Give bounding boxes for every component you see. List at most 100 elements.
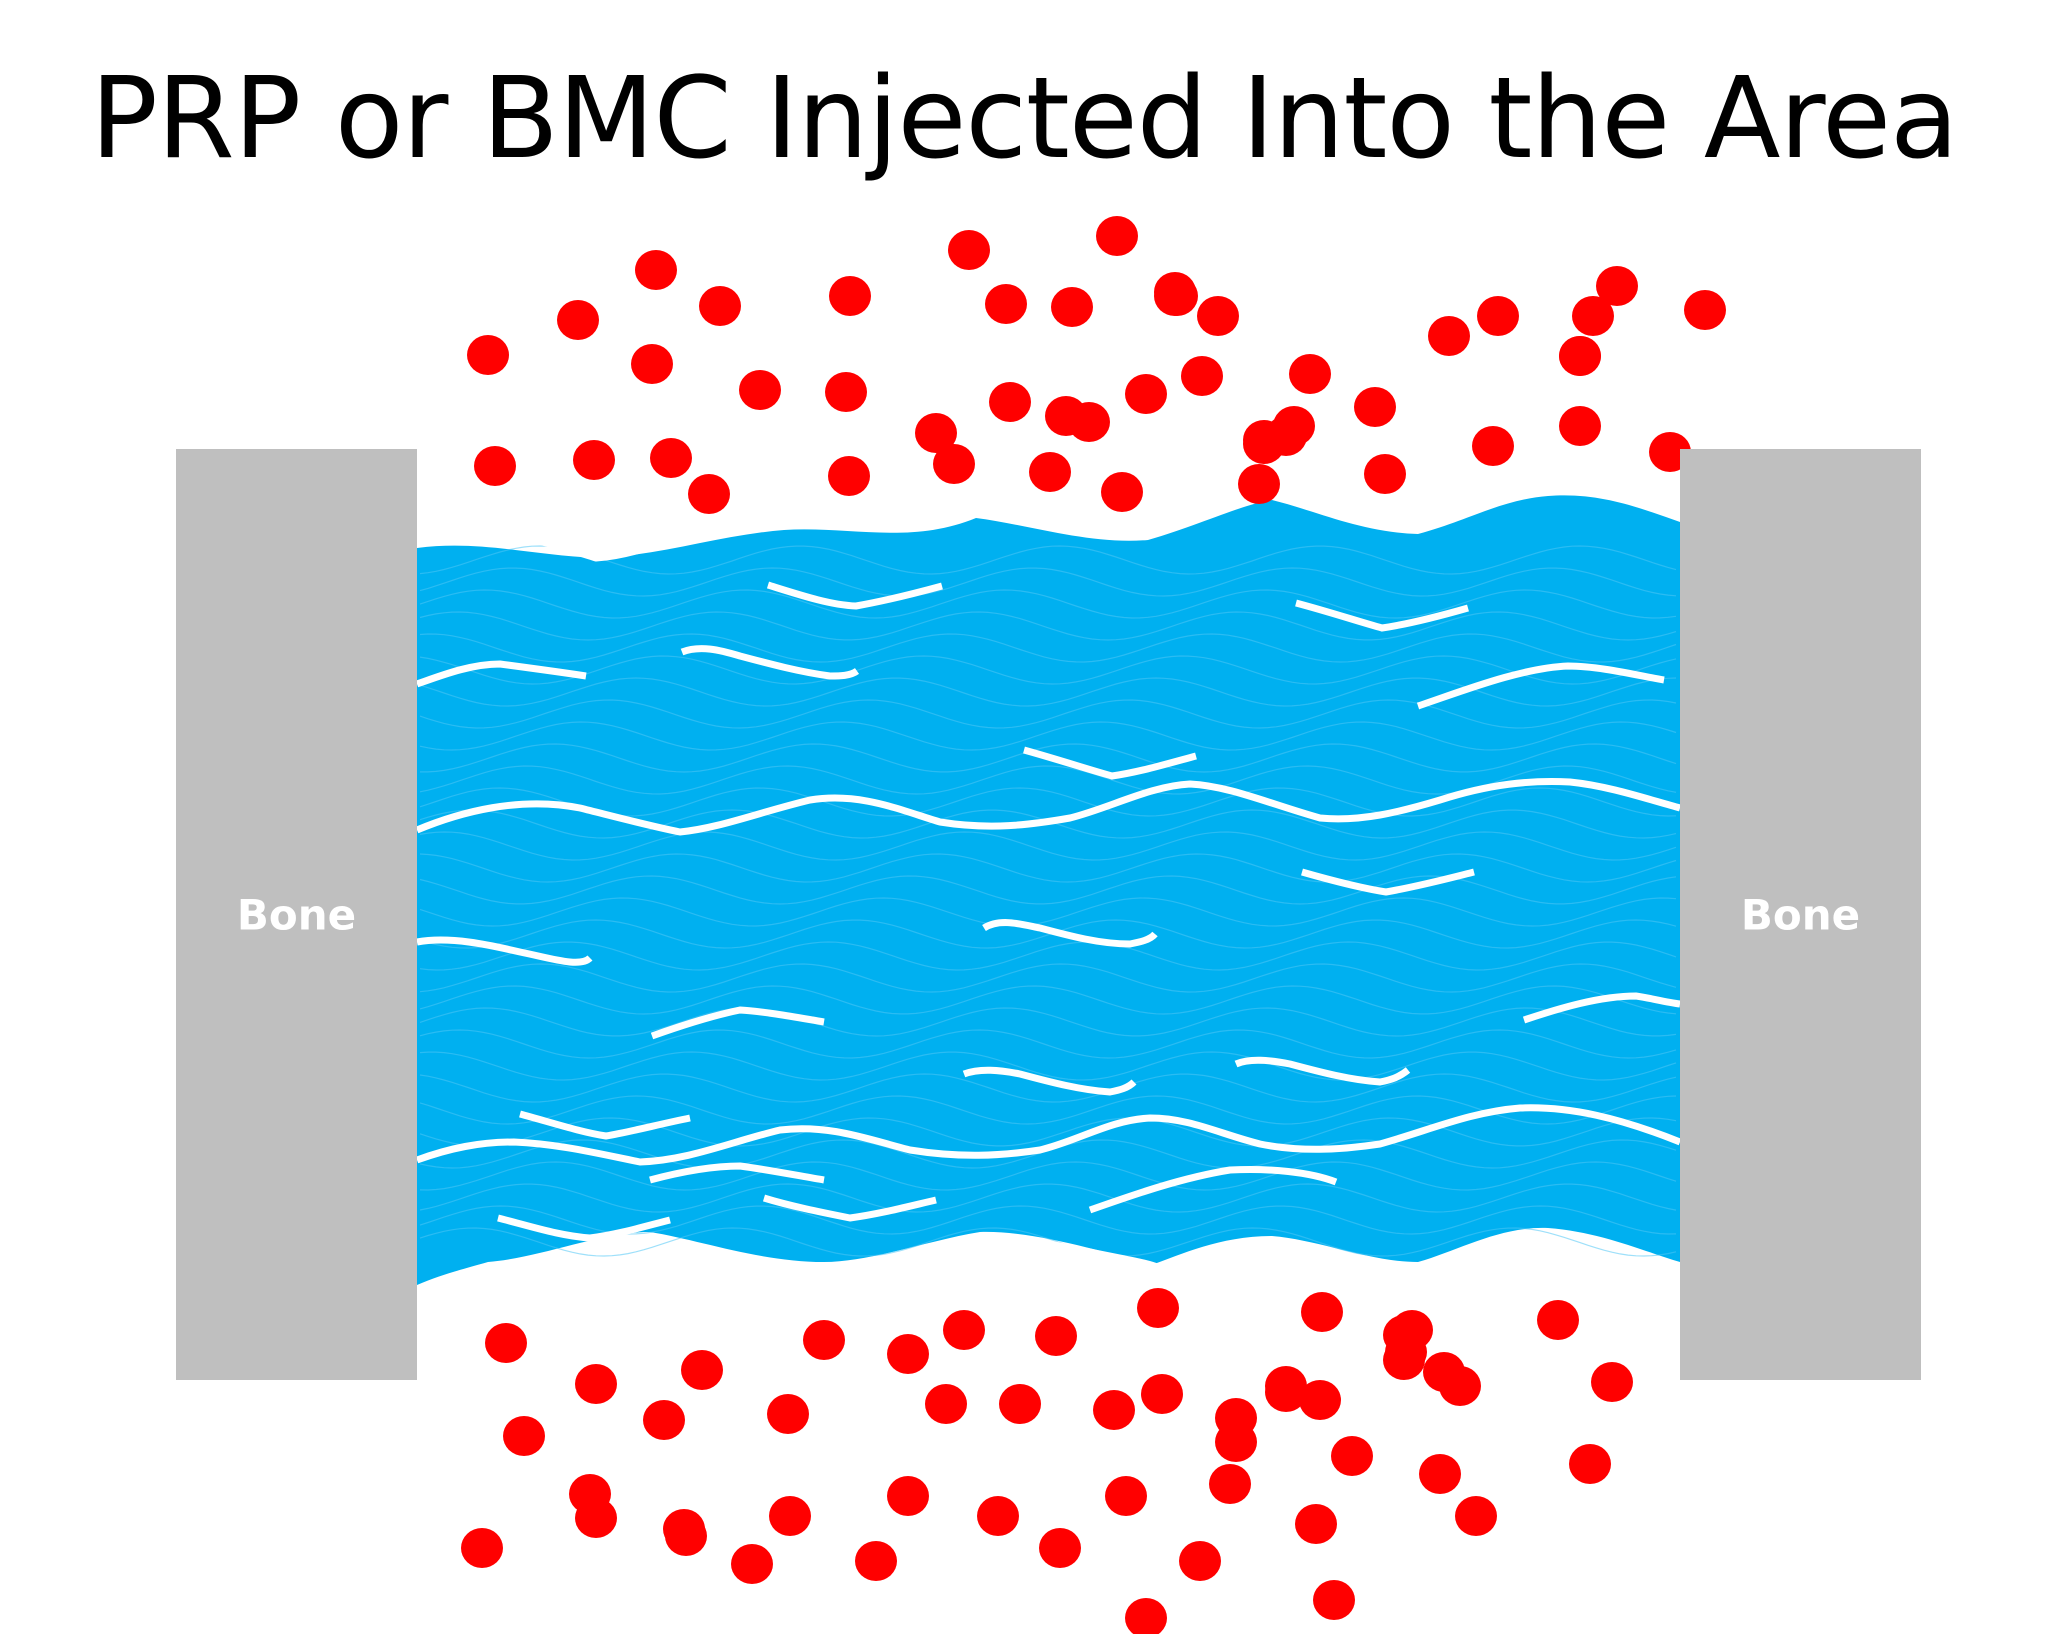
tissue-texture-line: [419, 1183, 1677, 1213]
red-cell: [1572, 296, 1614, 336]
collagen-fiber: [974, 1233, 1162, 1272]
tissue-texture-line: [419, 787, 1677, 817]
red-cell: [569, 1474, 611, 1514]
red-cell: [1364, 454, 1406, 494]
red-cell: [1215, 1422, 1257, 1462]
red-cell: [1684, 290, 1726, 330]
collagen-fiber: [766, 581, 943, 610]
collagen-fiber: [1295, 599, 1469, 632]
diagram-title: PRP or BMC Injected Into the Area: [90, 54, 1958, 184]
red-cell: [1105, 1476, 1147, 1516]
collagen-fiber: [1522, 992, 1681, 1024]
tissue-texture-line: [419, 1227, 1677, 1257]
red-cell: [731, 1544, 773, 1584]
collagen-fiber: [982, 919, 1158, 948]
red-cell: [1419, 1454, 1461, 1494]
red-cell: [575, 1364, 617, 1404]
red-cell: [977, 1496, 1019, 1536]
tissue-band: [417, 495, 1680, 1285]
collagen-fibers: [415, 530, 1682, 1272]
tissue-texture-line: [419, 1007, 1677, 1037]
red-cell: [688, 474, 730, 514]
red-cell: [739, 370, 781, 410]
collagen-fiber: [680, 645, 860, 680]
red-cell: [1295, 1504, 1337, 1544]
red-cell: [635, 250, 677, 290]
red-cell: [1439, 1366, 1481, 1406]
red-cell: [474, 446, 516, 486]
red-cell: [503, 1416, 545, 1456]
tissue-texture-line: [419, 567, 1677, 597]
red-cell: [1385, 1332, 1427, 1372]
bone-left: Bone: [176, 449, 417, 1380]
red-cell: [1035, 1316, 1077, 1356]
collagen-fiber: [415, 660, 587, 688]
tissue-texture-line: [419, 831, 1677, 861]
tissue-texture-line: [419, 589, 1677, 619]
tissue-texture-line: [419, 919, 1677, 949]
red-cell: [1197, 296, 1239, 336]
red-cell: [557, 300, 599, 340]
red-cell: [1154, 272, 1196, 312]
red-cell: [1039, 1528, 1081, 1568]
collagen-fiber: [649, 1162, 825, 1184]
collagen-fiber: [650, 1006, 825, 1040]
red-cell: [989, 382, 1031, 422]
bone-right-label: Bone: [1740, 890, 1861, 939]
tissue-texture-line: [419, 1095, 1677, 1125]
red-cell: [1181, 356, 1223, 396]
tissue-texture-line: [419, 721, 1677, 751]
red-cell: [1179, 1541, 1221, 1581]
red-cell: [1477, 296, 1519, 336]
red-cell: [1209, 1464, 1251, 1504]
red-cell: [1299, 1380, 1341, 1420]
red-cell: [933, 444, 975, 484]
tissue-texture: [419, 545, 1677, 1257]
tissue-texture-line: [419, 633, 1677, 663]
red-cell: [1243, 424, 1285, 464]
tissue-texture-line: [419, 875, 1677, 905]
injected-cells: [461, 216, 1726, 1634]
red-cell: [803, 1320, 845, 1360]
red-cell: [1559, 336, 1601, 376]
red-cell: [1093, 1390, 1135, 1430]
red-cell: [631, 344, 673, 384]
red-cell: [948, 230, 990, 270]
tissue-texture-line: [419, 1161, 1677, 1191]
tissue-texture-line: [419, 963, 1677, 993]
collagen-fiber: [497, 1214, 671, 1242]
red-cell: [1537, 1300, 1579, 1340]
collagen-fiber: [962, 1066, 1137, 1096]
red-cell: [925, 1384, 967, 1424]
collagen-fiber: [415, 1104, 1682, 1166]
red-cell: [829, 276, 871, 316]
red-cell: [1455, 1496, 1497, 1536]
tissue-texture-line: [419, 655, 1677, 685]
bone-left-label: Bone: [236, 890, 357, 939]
tissue-texture-line: [419, 1073, 1677, 1103]
tissue-texture-line: [419, 611, 1677, 641]
red-cell: [643, 1400, 685, 1440]
collagen-fiber: [1301, 868, 1475, 896]
red-cell: [1137, 1288, 1179, 1328]
red-cell: [681, 1350, 723, 1390]
bone-right: Bone: [1680, 449, 1921, 1380]
tissue-texture-line: [419, 941, 1677, 971]
red-cell: [663, 1509, 705, 1549]
red-cell: [1331, 1436, 1373, 1476]
red-cell: [1313, 1580, 1355, 1620]
collagen-fiber: [1416, 662, 1665, 710]
red-cell: [1472, 426, 1514, 466]
collagen-fiber: [1088, 1166, 1338, 1214]
collagen-fiber: [762, 1194, 937, 1222]
collagen-fiber: [416, 936, 593, 966]
red-cell: [825, 372, 867, 412]
collagen-fiber: [1023, 746, 1197, 780]
tissue-texture-line: [419, 1029, 1677, 1059]
collagen-fiber: [507, 530, 684, 562]
red-cell: [1591, 1362, 1633, 1402]
tissue-texture-line: [419, 985, 1677, 1015]
red-cell: [915, 413, 957, 453]
red-cell: [1354, 387, 1396, 427]
